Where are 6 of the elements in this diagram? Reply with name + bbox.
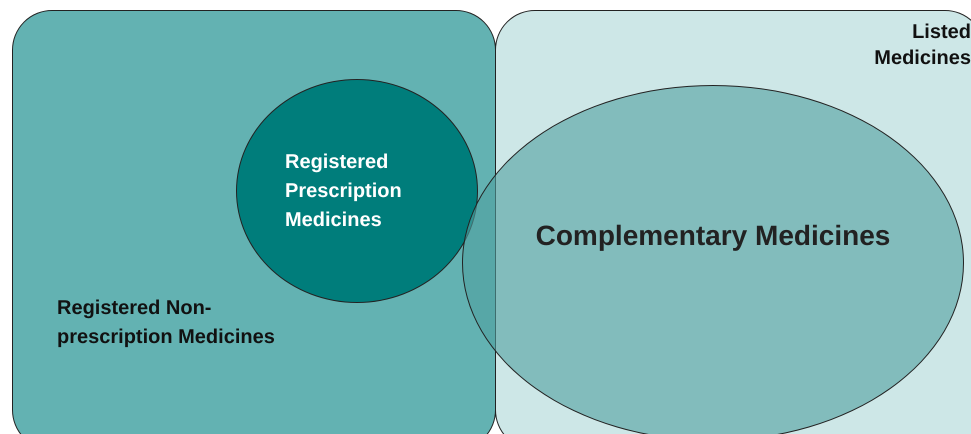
rounded-region	[495, 10, 971, 434]
region-label: Listed Medicines	[873, 20, 971, 71]
region-label: Registered Prescription Medicines	[285, 150, 403, 233]
region-label: Registered Non-prescription Medicines	[57, 296, 276, 350]
rounded-region	[12, 10, 496, 434]
region-label: Complementary Medicines	[534, 219, 892, 253]
